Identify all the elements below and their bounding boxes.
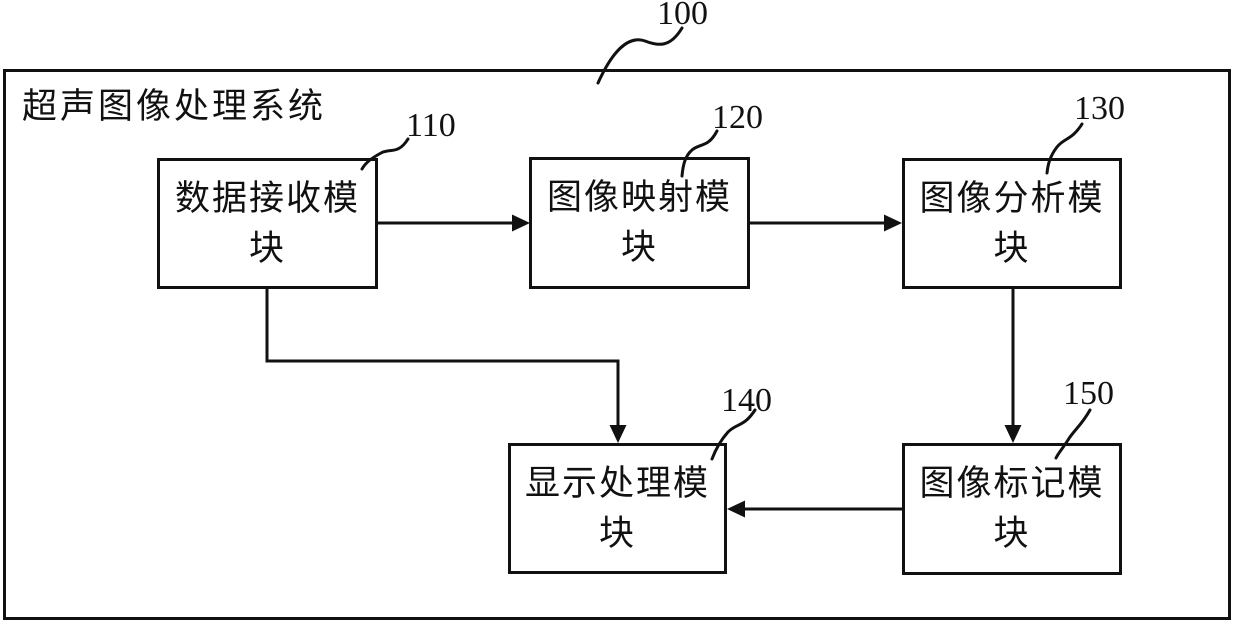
module-label-image-mapping: 图像映射模块 <box>546 178 732 267</box>
system-title: 超声图像处理系统 <box>22 87 327 126</box>
ref-label-100: 100 <box>657 0 708 32</box>
module-box-display-processing: 显示处理模块 <box>508 443 727 574</box>
module-label-data-receiving: 数据接收模块 <box>174 178 360 268</box>
ref-label-110: 110 <box>406 107 456 144</box>
ref-label-120: 120 <box>712 99 763 136</box>
ref-label-130: 130 <box>1074 90 1125 127</box>
module-label-image-analysis: 图像分析模块 <box>919 178 1105 268</box>
ref-label-140: 140 <box>721 382 772 419</box>
module-box-image-mapping: 图像映射模块 <box>529 157 750 289</box>
ref-label-150: 150 <box>1063 375 1114 412</box>
module-box-data-receiving: 数据接收模块 <box>157 158 378 289</box>
module-label-image-marking: 图像标记模块 <box>919 464 1105 553</box>
module-box-image-analysis: 图像分析模块 <box>902 158 1122 289</box>
module-label-display-processing: 显示处理模块 <box>524 463 710 553</box>
module-box-image-marking: 图像标记模块 <box>902 443 1122 575</box>
